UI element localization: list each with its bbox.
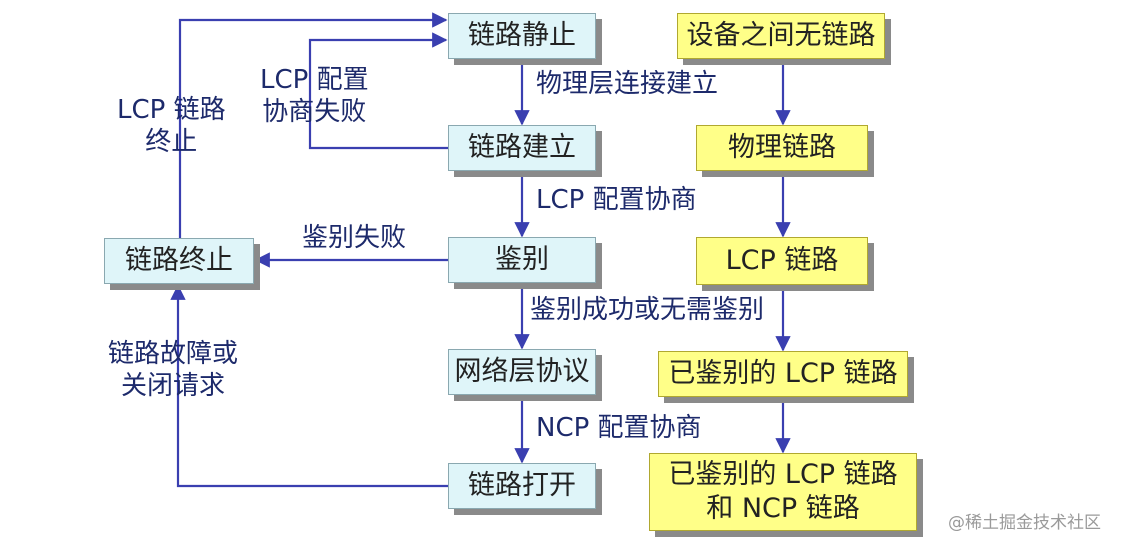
label-lcp-negotiation: LCP 配置协商: [536, 185, 697, 215]
arrow-open-to-terminate: [170, 284, 448, 488]
link-authed-lcp-ncp-line2: 和 NCP 链路: [706, 493, 860, 524]
state-authenticate: 鉴别: [448, 237, 596, 283]
state-link-establish-label: 链路建立: [468, 132, 576, 163]
arrow-lcp-fail-to-dead: [308, 32, 448, 150]
label-ncp-negotiation: NCP 配置协商: [536, 413, 702, 443]
label-lcp-config-fail-line1: LCP 配置: [260, 65, 369, 95]
link-none: 设备之间无链路: [677, 13, 885, 59]
label-auth-fail: 鉴别失败: [302, 223, 407, 253]
label-lcp-link-terminated-line2: 终止: [145, 127, 198, 157]
link-authed-lcp: 已鉴别的 LCP 链路: [658, 351, 908, 397]
label-lcp-link-terminated-line1: LCP 链路: [117, 95, 226, 125]
label-lcp-config-fail-line2: 协商失败: [262, 97, 367, 127]
state-network-protocol: 网络层协议: [448, 349, 596, 395]
link-authed-lcp-ncp: 已鉴别的 LCP 链路 和 NCP 链路: [649, 453, 917, 531]
watermark: @稀土掘金技术社区: [948, 513, 1101, 533]
link-none-label: 设备之间无链路: [686, 20, 876, 51]
arrow-terminate-to-dead: [178, 12, 448, 238]
label-physical-up: 物理层连接建立: [536, 69, 719, 99]
link-physical-label: 物理链路: [728, 132, 836, 163]
link-lcp-label: LCP 链路: [725, 245, 839, 276]
state-link-dead: 链路静止: [448, 13, 596, 59]
state-link-terminate-label: 链路终止: [125, 245, 233, 276]
label-fault-or-close-line1: 链路故障或: [108, 339, 239, 369]
link-authed-lcp-label: 已鉴别的 LCP 链路: [668, 358, 898, 389]
link-authed-lcp-ncp-line1: 已鉴别的 LCP 链路: [668, 459, 898, 490]
label-lcp-link-terminated: LCP 链路 终止: [117, 94, 226, 158]
state-link-terminate: 链路终止: [104, 238, 254, 284]
link-lcp: LCP 链路: [696, 237, 868, 285]
label-auth-success: 鉴别成功或无需鉴别: [530, 295, 765, 325]
state-link-dead-label: 链路静止: [468, 20, 576, 51]
state-link-open: 链路打开: [448, 463, 596, 509]
label-fault-or-close: 链路故障或 关闭请求: [108, 338, 238, 402]
label-fault-or-close-line2: 关闭请求: [121, 371, 226, 401]
link-physical: 物理链路: [696, 125, 868, 171]
state-network-protocol-label: 网络层协议: [454, 356, 590, 387]
label-lcp-config-fail: LCP 配置 协商失败: [260, 64, 369, 128]
state-link-open-label: 链路打开: [468, 470, 576, 501]
state-link-establish: 链路建立: [448, 125, 596, 171]
state-authenticate-label: 鉴别: [495, 244, 549, 275]
